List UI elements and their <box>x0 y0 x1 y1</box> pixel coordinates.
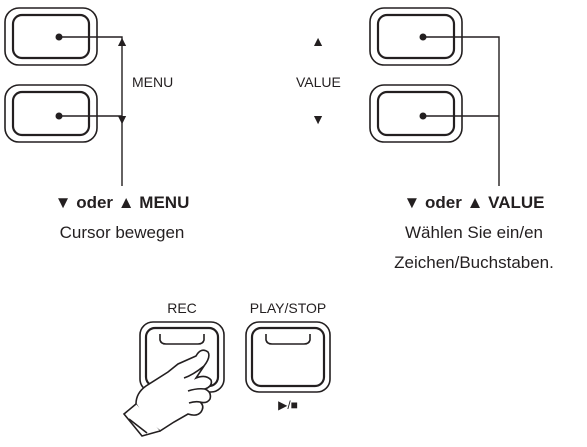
play-stop-label: PLAY/STOP <box>249 300 327 316</box>
value-label: VALUE <box>296 74 341 90</box>
menu-leader-line <box>59 36 123 186</box>
value-leader-line <box>423 36 500 186</box>
pressing-hand-icon <box>122 349 213 437</box>
play-stop-button[interactable] <box>245 321 331 393</box>
value-caption-line2: Zeichen/Buchstaben. <box>394 253 554 272</box>
value-caption-title: ▼ oder ▲ VALUE <box>403 193 545 212</box>
value-caption-line1: Wählen Sie ein/en <box>405 223 543 242</box>
menu-caption-title: ▼ oder ▲ MENU <box>54 193 190 212</box>
value-down-button[interactable] <box>369 84 463 143</box>
rec-label: REC <box>167 300 197 316</box>
menu-up-arrow: ▲ <box>115 33 129 49</box>
menu-caption-text: Cursor bewegen <box>59 223 185 242</box>
value-up-arrow: ▲ <box>311 33 325 49</box>
menu-down-arrow: ▼ <box>115 111 129 127</box>
menu-label: MENU <box>132 74 174 90</box>
value-down-arrow: ▼ <box>311 111 325 127</box>
menu-down-button[interactable] <box>4 84 98 143</box>
play-stop-symbol: ▶/■ <box>278 398 298 412</box>
